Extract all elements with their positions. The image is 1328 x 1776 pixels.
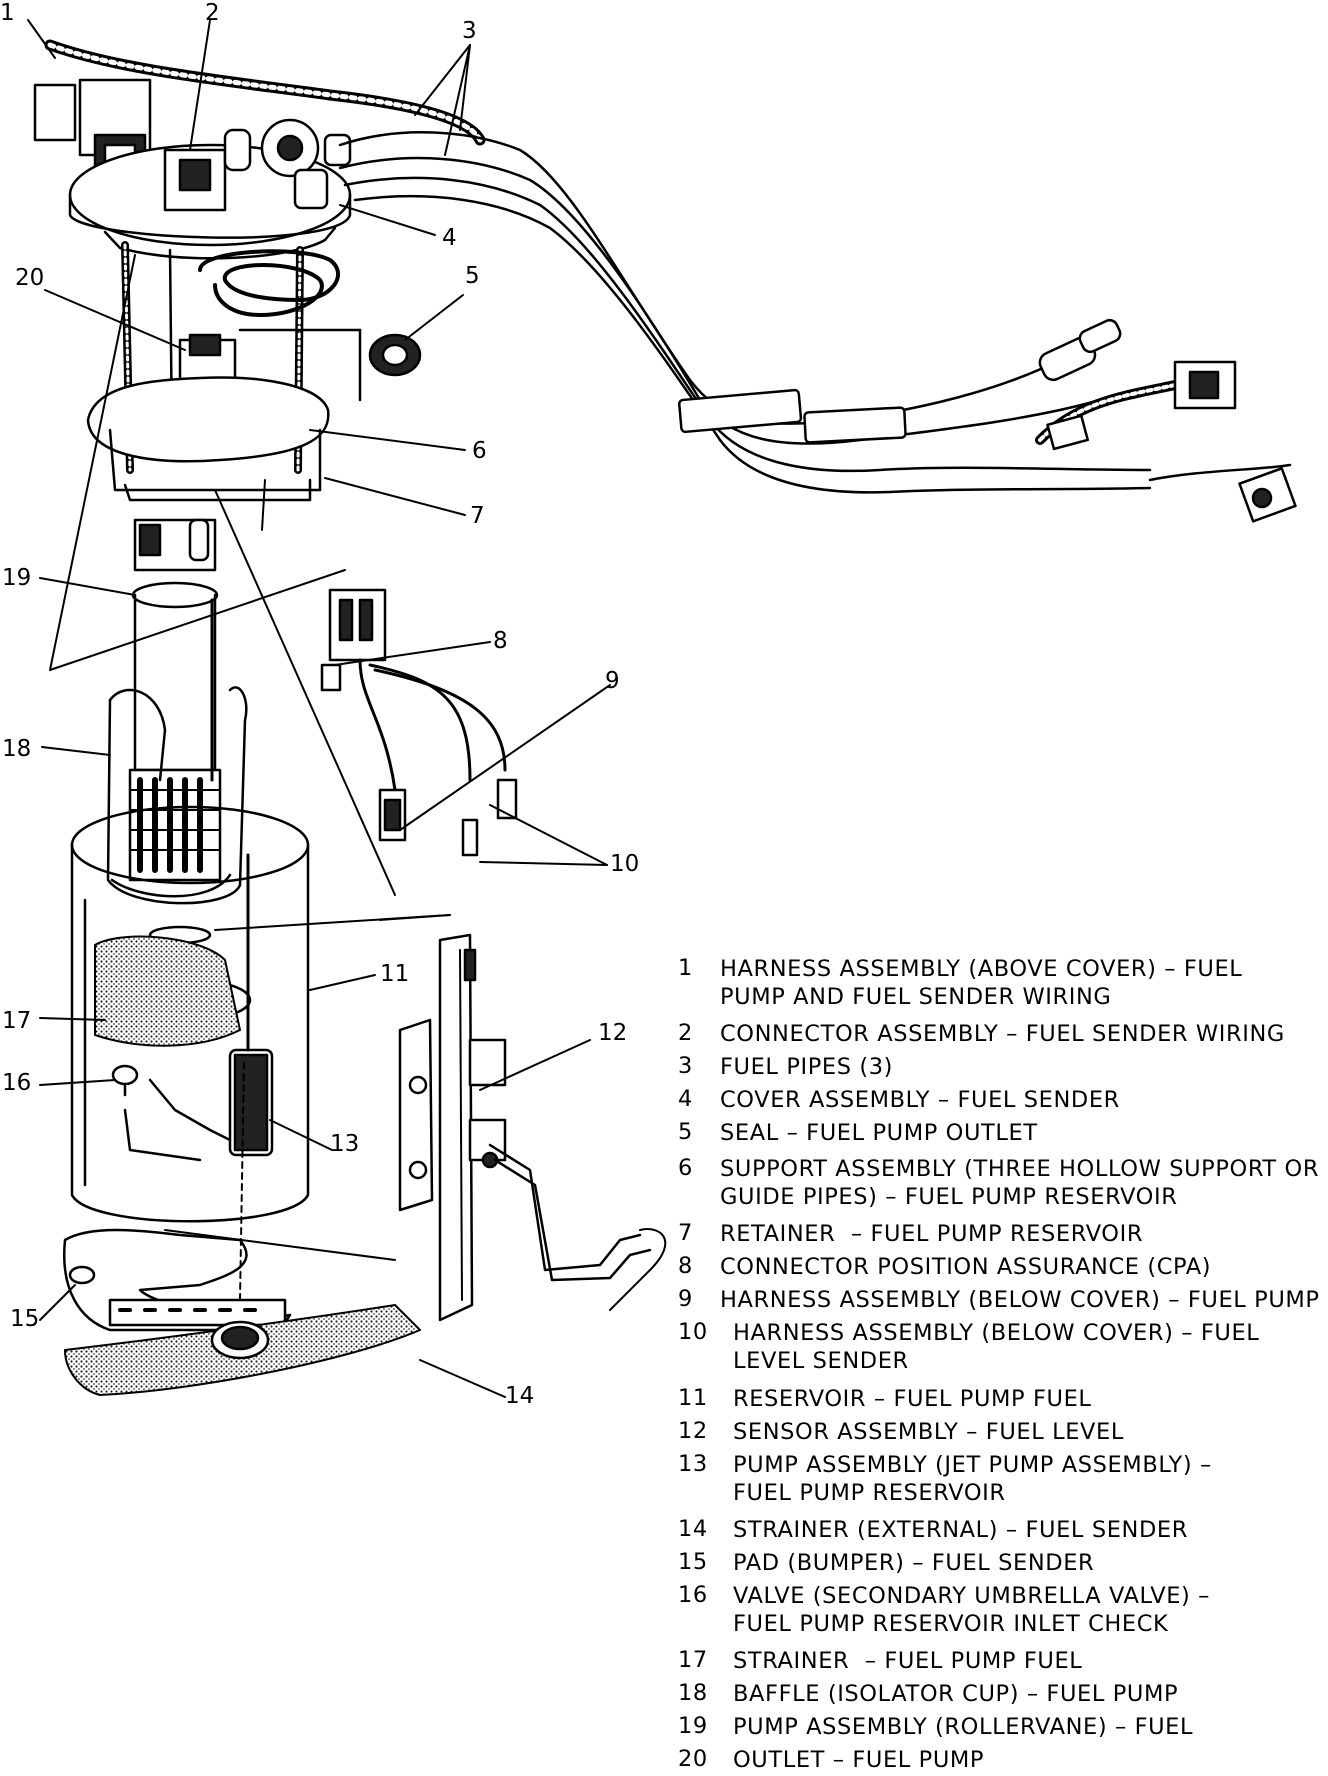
legend-text: SEAL – FUEL PUMP OUTLET — [720, 1120, 1038, 1146]
legend-number: 4 — [678, 1086, 693, 1112]
legend-text: CONNECTOR ASSEMBLY – FUEL SENDER WIRING — [720, 1021, 1285, 1047]
legend-text: BAFFLE (ISOLATOR CUP) – FUEL PUMP — [733, 1681, 1179, 1707]
legend-text: SENSOR ASSEMBLY – FUEL LEVEL — [733, 1419, 1124, 1445]
fuel-pipes — [338, 131, 1297, 523]
callout-10: 10 — [610, 851, 640, 877]
legend-number: 8 — [678, 1253, 693, 1279]
callout-20: 20 — [15, 265, 45, 291]
baffle — [106, 686, 248, 905]
callout-14: 14 — [505, 1383, 535, 1409]
legend-text: STRAINER (EXTERNAL) – FUEL SENDER — [733, 1517, 1188, 1543]
legend-number: 9 — [678, 1286, 693, 1312]
legend-number: 12 — [678, 1418, 708, 1444]
legend-number: 11 — [678, 1385, 708, 1411]
callout-5: 5 — [465, 263, 480, 289]
callout-7: 7 — [470, 503, 485, 529]
legend-text: RESERVOIR – FUEL PUMP FUEL — [733, 1386, 1092, 1412]
harness-below-cover — [320, 588, 518, 857]
callout-9: 9 — [605, 668, 620, 694]
fuel-pump — [128, 518, 222, 882]
bottom-plate — [62, 1228, 421, 1396]
legend-text: HARNESS ASSEMBLY (BELOW COVER) – FUEL LE… — [733, 1320, 1260, 1374]
callout-11: 11 — [380, 961, 410, 987]
callout-15: 15 — [10, 1306, 40, 1332]
legend-text: COVER ASSEMBLY – FUEL SENDER — [720, 1087, 1120, 1113]
callout-16: 16 — [2, 1070, 32, 1096]
callout-12: 12 — [598, 1020, 628, 1046]
legend-number: 19 — [678, 1713, 708, 1739]
callout-8: 8 — [493, 628, 508, 654]
legend-number: 2 — [678, 1020, 693, 1046]
legend-number: 13 — [678, 1451, 708, 1477]
legend-number: 7 — [678, 1220, 693, 1246]
legend-number: 5 — [678, 1119, 693, 1145]
legend-text: STRAINER – FUEL PUMP FUEL — [733, 1648, 1083, 1674]
cover-assembly — [68, 118, 352, 260]
callout-18: 18 — [2, 736, 32, 762]
legend-text: CONNECTOR POSITION ASSURANCE (CPA) — [720, 1254, 1212, 1280]
legend-text: FUEL PIPES (3) — [720, 1054, 894, 1080]
legend-text: RETAINER – FUEL PUMP RESERVOIR — [720, 1221, 1144, 1247]
level-sensor-bracket — [398, 933, 667, 1322]
exploded-guide-lines — [49, 254, 451, 1301]
callout-4: 4 — [442, 225, 457, 251]
legend-number: 18 — [678, 1680, 708, 1706]
legend-number: 16 — [678, 1582, 708, 1608]
umbrella-valve — [111, 1064, 139, 1097]
callout-13: 13 — [330, 1131, 360, 1157]
callout-17: 17 — [2, 1008, 32, 1034]
legend-number: 6 — [678, 1155, 693, 1181]
legend-number: 14 — [678, 1516, 708, 1542]
legend-number: 15 — [678, 1549, 708, 1575]
legend-text: VALVE (SECONDARY UMBRELLA VALVE) – FUEL … — [733, 1583, 1211, 1637]
legend-text: SUPPORT ASSEMBLY (THREE HOLLOW SUPPORT O… — [720, 1156, 1320, 1210]
legend-text: PUMP ASSEMBLY (ROLLERVANE) – FUEL — [733, 1714, 1194, 1740]
callout-1: 1 — [0, 0, 15, 26]
jet-pump — [123, 853, 274, 1162]
legend-text: PAD (BUMPER) – FUEL SENDER — [733, 1550, 1095, 1576]
legend-number: 10 — [678, 1319, 708, 1345]
legend-number: 17 — [678, 1647, 708, 1673]
callout-6: 6 — [472, 438, 487, 464]
legend-number: 1 — [678, 955, 693, 981]
legend-number: 20 — [678, 1746, 708, 1772]
leader-lines — [27, 19, 611, 1398]
legend-number: 3 — [678, 1053, 693, 1079]
callout-3: 3 — [462, 18, 477, 44]
callout-19: 19 — [2, 565, 32, 591]
legend-text: HARNESS ASSEMBLY (ABOVE COVER) – FUEL PU… — [720, 956, 1243, 1010]
strainer-fuel-pump — [94, 935, 241, 1047]
legend-text: PUMP ASSEMBLY (JET PUMP ASSEMBLY) – FUEL… — [733, 1452, 1212, 1506]
legend-text: HARNESS ASSEMBLY (BELOW COVER) – FUEL PU… — [720, 1287, 1320, 1313]
support-assembly — [86, 241, 422, 502]
legend-text: OUTLET – FUEL PUMP — [733, 1747, 985, 1773]
callout-2: 2 — [205, 0, 220, 26]
